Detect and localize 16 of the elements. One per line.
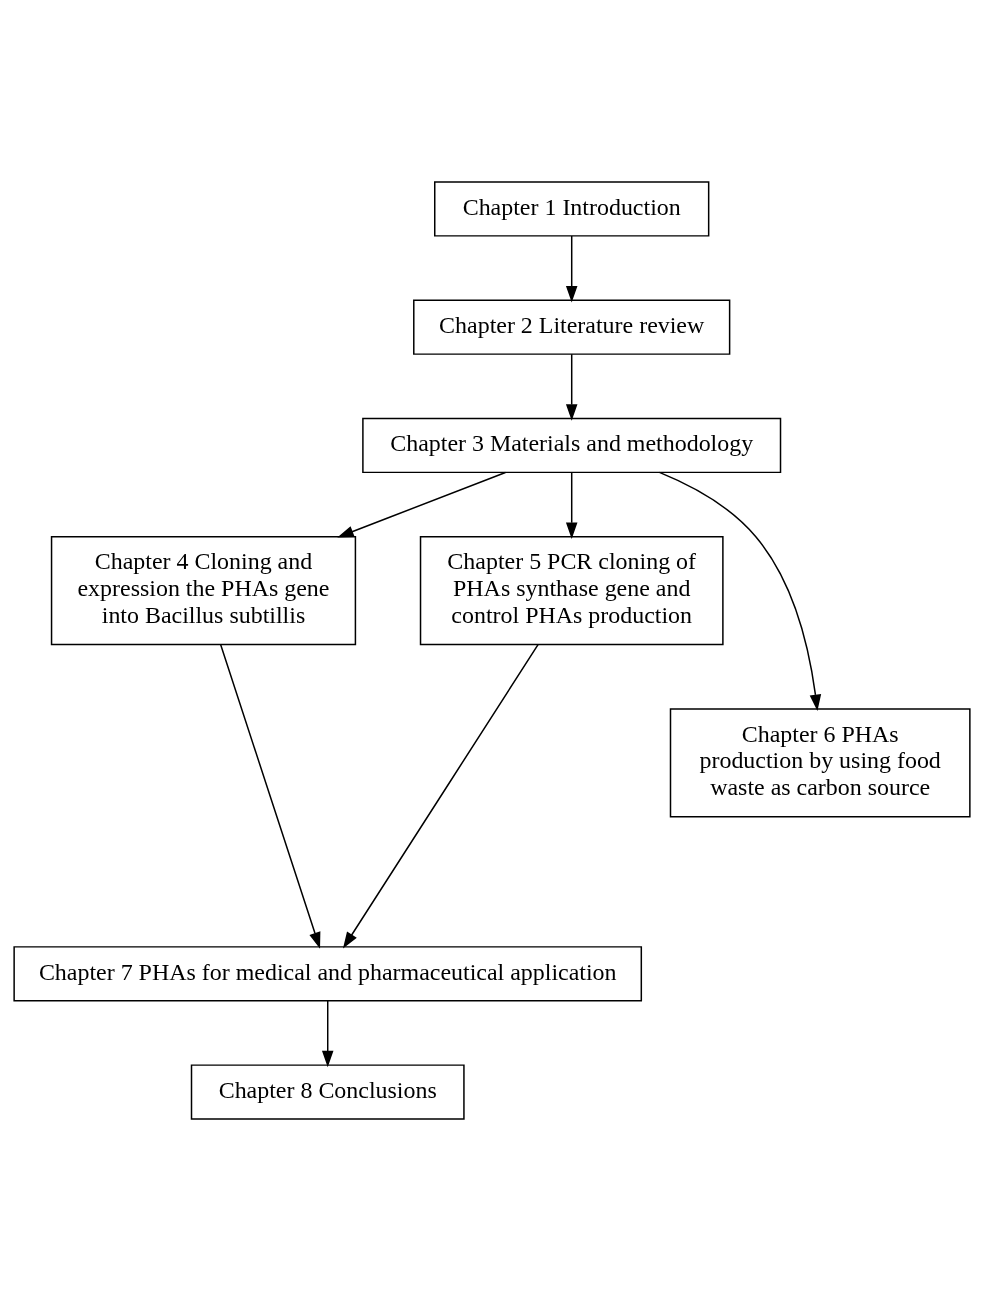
node-box: Chapter 5 PCR cloning of PHAs synthase gene and control PHAs production	[419, 536, 724, 646]
node-box: Chapter 3 Materials and methodology	[362, 417, 782, 474]
arrow	[565, 472, 578, 539]
node-box: Chapter 4 Cloning and expression the PHAs gene into Bacillus subtillis	[50, 536, 357, 646]
arrow	[321, 1000, 334, 1068]
node-box: Chapter 8 Conclusions	[190, 1064, 465, 1120]
node-box: Chapter 2 Literature review	[413, 299, 731, 355]
node-box: Chapter 6 PHAs production by using food waste as carbon source	[669, 708, 971, 818]
arrow	[342, 643, 539, 949]
arrow	[565, 353, 578, 421]
node-box: Chapter 1 Introduction	[434, 181, 710, 237]
arrow	[219, 643, 321, 949]
node-box: Chapter 7 PHAs for medical and pharmaceutical application	[13, 946, 643, 1002]
arrow	[337, 471, 507, 538]
arrow	[658, 471, 822, 712]
arrow	[565, 235, 578, 303]
